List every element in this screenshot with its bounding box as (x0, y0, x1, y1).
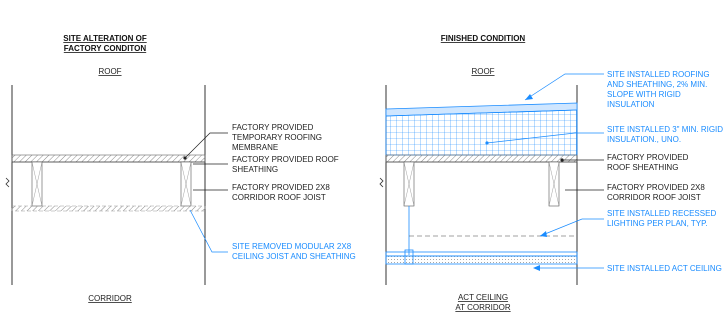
left-corridor-label: CORRIDOR (88, 294, 132, 303)
right-note-sheathing: FACTORY PROVIDED ROOF SHEATHING (607, 153, 691, 172)
right-arrow-lighting (540, 231, 547, 237)
right-dot-insulation (485, 141, 489, 145)
left-roof-sheathing (11, 154, 206, 163)
left-title-line-1: SITE ALTERATION OF (63, 34, 147, 43)
left-note-membrane: FACTORY PROVIDED TEMPORARY ROOFING MEMBR… (232, 123, 324, 152)
right-detail: FINISHED CONDITION ROOF ACT CEILING AT C… (379, 34, 724, 312)
right-note-roofing: SITE INSTALLED ROOFING AND SHEATHING, 2%… (607, 70, 712, 109)
right-roof-label: ROOF (471, 67, 494, 76)
right-leader-roofing (524, 73, 604, 101)
left-title-line-2: FACTORY CONDITON (64, 44, 147, 53)
right-ceiling-grid (385, 251, 578, 257)
right-rigid-insulation (385, 109, 578, 156)
right-dot-sheathing (560, 158, 564, 162)
right-arrow-roofing (525, 94, 533, 100)
left-joist-cross-1 (31, 161, 43, 207)
left-note-sheathing: FACTORY PROVIDED ROOF SHEATHING (232, 155, 341, 174)
right-act-ceiling-label-2: AT CORRIDOR (455, 303, 510, 312)
left-joist-cross-2 (180, 161, 192, 207)
right-note-joist: FACTORY PROVIDED 2X8 CORRIDOR ROOF JOIST (607, 183, 707, 202)
right-joist-cross-2 (548, 161, 560, 207)
right-note-act-ceiling: SITE INSTALLED ACT CEILING (607, 264, 722, 273)
right-title: FINISHED CONDITION (441, 34, 526, 43)
left-leader-membrane (184, 132, 228, 159)
right-leader-lighting (539, 218, 604, 237)
left-note-joist: FACTORY PROVIDED 2X8 CORRIDOR ROOF JOIST (232, 183, 332, 202)
left-leader-removed (189, 209, 228, 253)
right-joist-cross-1 (403, 161, 415, 207)
right-factory-sheathing (385, 154, 578, 163)
left-note-removed: SITE REMOVED MODULAR 2X8 CEILING JOIST A… (232, 242, 356, 261)
right-act-ceiling (385, 255, 578, 265)
left-removed-ceiling (11, 205, 206, 212)
right-arrow-act (533, 265, 540, 271)
left-leader-dot (183, 156, 187, 160)
left-break-symbol (5, 177, 10, 188)
left-roof-label: ROOF (98, 67, 121, 76)
right-act-ceiling-label-1: ACT CEILING (458, 293, 508, 302)
right-note-insulation: SITE INSTALLED 3" MIN. RIGID INSULATION.… (607, 125, 724, 144)
right-leader-insulation (486, 132, 604, 144)
right-break-symbol (379, 177, 384, 188)
left-detail: SITE ALTERATION OF FACTORY CONDITON ROOF… (5, 34, 356, 303)
right-note-lighting: SITE INSTALLED RECESSED LIGHTING PER PLA… (607, 209, 718, 228)
